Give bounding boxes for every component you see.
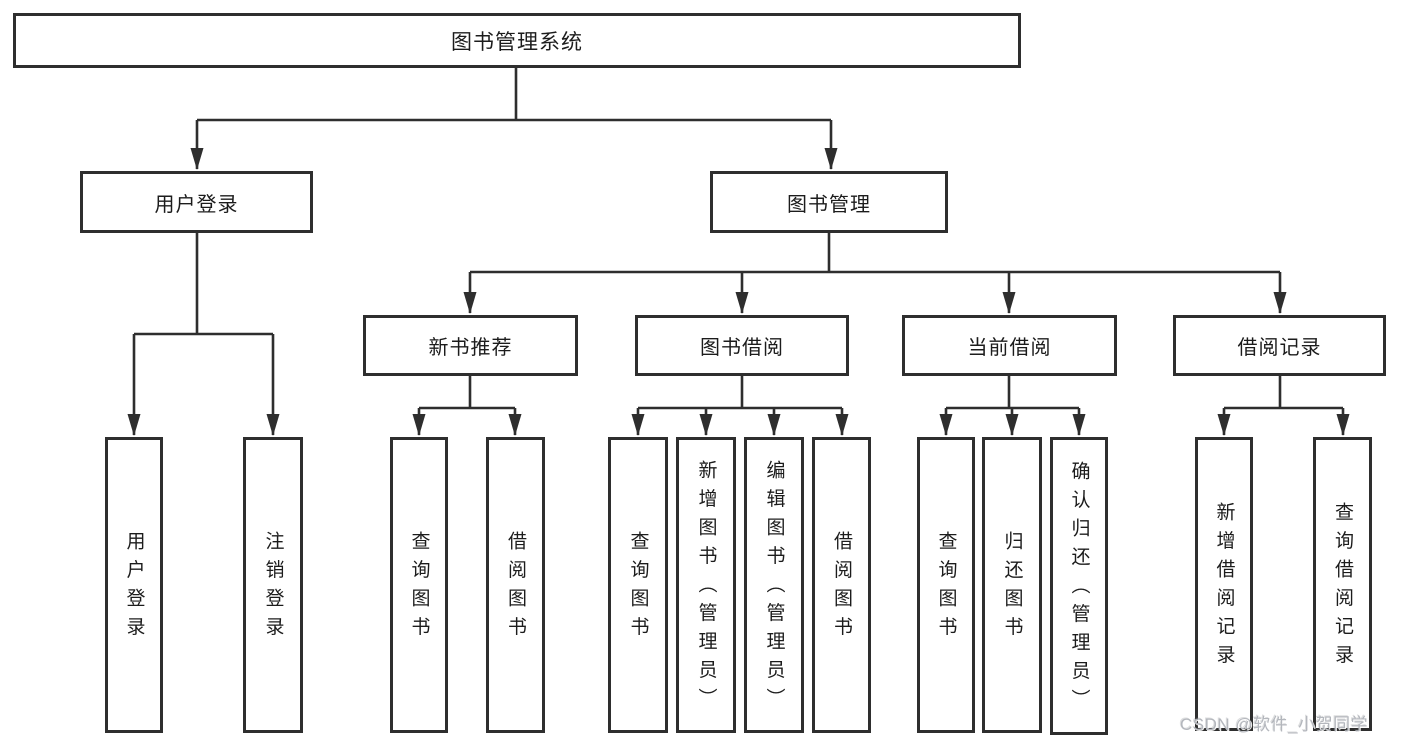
node-borrowing-records: 借阅记录 xyxy=(1173,315,1386,376)
node-confirm-return-admin: 确认归还（管理员） xyxy=(1050,437,1108,735)
node-return-books: 归还图书 xyxy=(982,437,1042,733)
node-borrow-books-leaf: 借阅图书 xyxy=(812,437,871,733)
node-book-management-branch: 图书管理 xyxy=(710,171,948,233)
connector-trunk-root xyxy=(134,68,1343,410)
node-current-borrowing: 当前借阅 xyxy=(902,315,1117,376)
node-query-borrow-record: 查询借阅记录 xyxy=(1313,437,1372,731)
node-borrow-books-recommend: 借阅图书 xyxy=(486,437,545,733)
node-new-book-recommendation: 新书推荐 xyxy=(363,315,578,376)
node-add-books-admin: 新增图书（管理员） xyxy=(676,437,736,733)
node-user-login-leaf: 用户登录 xyxy=(105,437,163,733)
node-book-borrowing: 图书借阅 xyxy=(635,315,849,376)
node-query-books-current: 查询图书 xyxy=(917,437,975,733)
csdn-watermark: CSDN @软件_小贺同学 xyxy=(1180,715,1369,734)
node-user-login-branch: 用户登录 xyxy=(80,171,313,233)
node-edit-books-admin: 编辑图书（管理员） xyxy=(744,437,804,733)
node-library-management-system: 图书管理系统 xyxy=(13,13,1021,68)
node-logout-leaf: 注销登录 xyxy=(243,437,303,733)
node-add-borrow-record: 新增借阅记录 xyxy=(1195,437,1253,731)
node-query-books-borrow: 查询图书 xyxy=(608,437,668,733)
node-query-books-recommend: 查询图书 xyxy=(390,437,448,733)
